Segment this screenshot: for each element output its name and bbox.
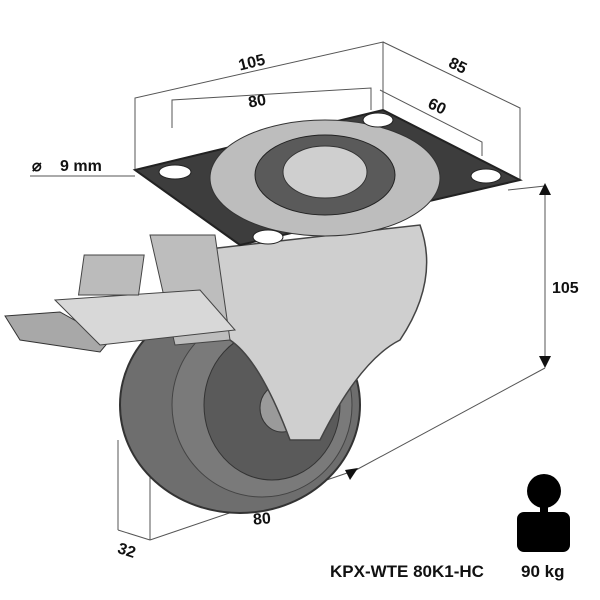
plate-length-label: 105 bbox=[237, 52, 267, 75]
plate-width-label: 85 bbox=[446, 55, 470, 78]
hole-diameter-label: 9 mm bbox=[60, 158, 102, 175]
wheel-diameter-label: 80 bbox=[252, 510, 271, 528]
brake-pedal-icon bbox=[4, 311, 111, 353]
total-height-label: 105 bbox=[552, 280, 579, 297]
weight-icon bbox=[517, 474, 570, 552]
mount-hole-icon bbox=[362, 112, 394, 128]
hole-diameter-symbol: ⌀ bbox=[32, 158, 42, 175]
dimension-lines bbox=[30, 41, 551, 541]
mount-hole-icon bbox=[470, 168, 502, 184]
hole-spacing-width-label: 60 bbox=[425, 96, 448, 119]
mount-hole-icon bbox=[158, 164, 192, 180]
hole-spacing-length-label: 80 bbox=[247, 92, 268, 112]
wheel-width-label: 32 bbox=[115, 540, 137, 562]
fork bbox=[4, 224, 428, 441]
load-capacity: 90 kg bbox=[521, 562, 564, 581]
top-plate bbox=[132, 108, 523, 247]
model-number: KPX-WTE 80K1-HC bbox=[330, 562, 484, 581]
mount-hole-icon bbox=[252, 229, 284, 245]
